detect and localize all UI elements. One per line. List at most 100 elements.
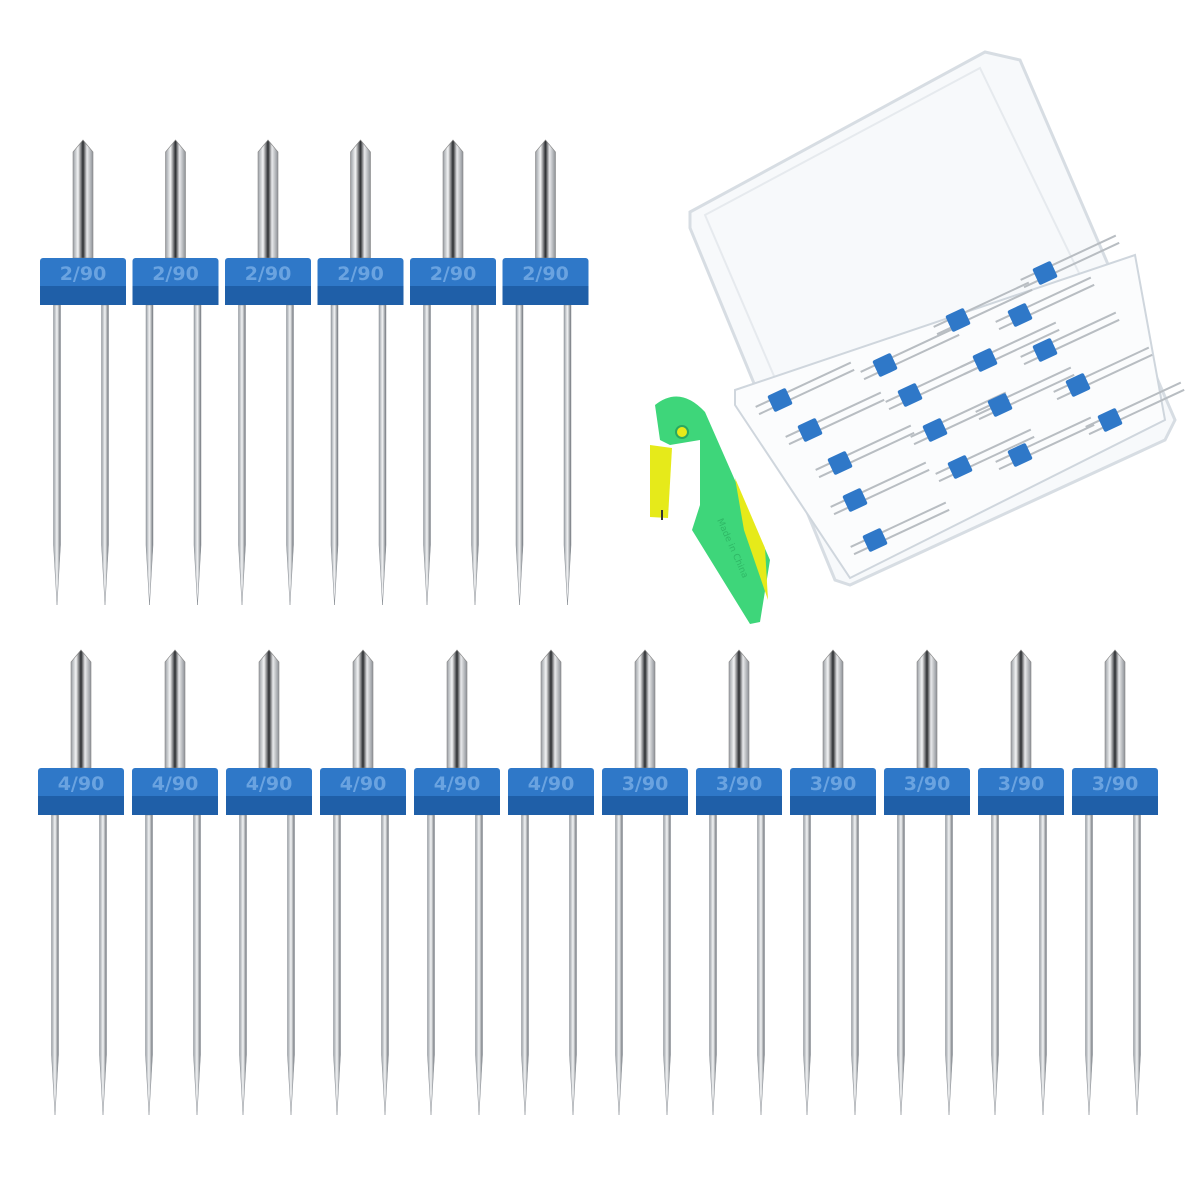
needle-block-shade (508, 796, 594, 815)
boxed-needle (860, 326, 960, 381)
needle-prong (193, 304, 202, 606)
needle-prong (286, 304, 294, 606)
box-tray (734, 253, 1167, 580)
needle-prong (333, 814, 341, 1116)
needle-shank (1104, 649, 1126, 769)
needle-shank (442, 139, 464, 259)
twin-needle: 2/90 (410, 139, 496, 606)
needle-prong (427, 814, 435, 1116)
needle-block-shade (226, 796, 312, 815)
needle-size-label: 3/90 (622, 773, 669, 795)
needle-block-shade (40, 286, 126, 305)
needle-shank (446, 649, 468, 769)
boxed-needle (1053, 346, 1153, 401)
needle-prong (239, 814, 247, 1116)
twin-needle: 3/90 (602, 649, 688, 1116)
needle-size-label: 2/90 (152, 263, 199, 285)
needle-prong (378, 304, 387, 606)
boxed-needle (975, 366, 1075, 421)
needle-prong (757, 814, 765, 1116)
needle-size-label: 4/90 (528, 773, 575, 795)
boxed-needle (1020, 234, 1120, 289)
needle-prong (1039, 814, 1047, 1116)
twin-needle: 4/90 (38, 649, 124, 1116)
needle-block-shade (602, 796, 688, 815)
needle-shank (535, 139, 556, 259)
needle-size-label: 3/90 (904, 773, 951, 795)
needle-block-shade (320, 796, 406, 815)
boxed-needle (785, 391, 885, 446)
needle-prong (803, 814, 811, 1116)
needle-prong (381, 814, 389, 1116)
twin-needle: 2/90 (132, 139, 219, 606)
boxed-needle (755, 361, 855, 416)
needle-threader-icon: Made in China (650, 396, 770, 624)
boxed-needles (755, 234, 1185, 556)
needle-shank (634, 649, 656, 769)
needle-size-label: 3/90 (810, 773, 857, 795)
needle-prong (1133, 814, 1141, 1116)
needle-size-label: 2/90 (245, 263, 292, 285)
needle-size-label: 2/90 (430, 263, 477, 285)
top-needle-row: 2/90 2/90 2/90 2/90 2/90 2/90 (40, 139, 589, 606)
needle-block-shade (414, 796, 500, 815)
needle-shank (350, 139, 371, 259)
boxed-needle (815, 424, 915, 479)
needle-prong (663, 814, 671, 1116)
needle-prong (709, 814, 717, 1116)
needle-size-label: 4/90 (58, 773, 105, 795)
needle-prong (563, 304, 572, 606)
needle-prong (1085, 814, 1093, 1116)
needle-shank (72, 139, 94, 259)
twin-needle: 3/90 (884, 649, 970, 1116)
twin-needle: 3/90 (790, 649, 876, 1116)
needle-block-shade (696, 796, 782, 815)
needle-prong (145, 814, 153, 1116)
boxed-needle (850, 501, 950, 556)
boxed-needle (1085, 381, 1185, 436)
needle-prong (515, 304, 524, 606)
needle-block-shade (132, 796, 218, 815)
twin-needle: 2/90 (502, 139, 589, 606)
boxed-needle (995, 416, 1095, 471)
storage-box (688, 50, 1185, 587)
needle-size-label: 3/90 (716, 773, 763, 795)
needle-shank (352, 649, 374, 769)
boxed-needle (933, 281, 1033, 336)
boxed-needle (830, 461, 930, 516)
needle-block-shade (225, 286, 311, 305)
twin-needle: 4/90 (508, 649, 594, 1116)
needle-prong (287, 814, 295, 1116)
needle-shank (540, 649, 562, 769)
needle-size-label: 4/90 (152, 773, 199, 795)
needle-size-label: 2/90 (337, 263, 384, 285)
needle-prong (945, 814, 953, 1116)
twin-needle: 2/90 (317, 139, 404, 606)
needle-block-shade (502, 286, 589, 305)
twin-needle: 2/90 (225, 139, 311, 606)
needle-prong (238, 304, 246, 606)
needle-prong (991, 814, 999, 1116)
needle-shank (916, 649, 938, 769)
needle-prong (145, 304, 154, 606)
twin-needle: 3/90 (1072, 649, 1158, 1116)
twin-needle: 2/90 (40, 139, 126, 606)
twin-needle: 4/90 (320, 649, 406, 1116)
needle-block-shade (317, 286, 404, 305)
needle-size-label: 4/90 (340, 773, 387, 795)
needle-size-label: 2/90 (522, 263, 569, 285)
needle-prong (521, 814, 529, 1116)
needle-shank (257, 139, 279, 259)
boxed-needle (995, 276, 1095, 331)
needle-prong (101, 304, 109, 606)
needle-prong (569, 814, 577, 1116)
boxed-needle (1020, 311, 1120, 366)
needle-shank (165, 139, 186, 259)
needle-shank (728, 649, 750, 769)
twin-needle: 3/90 (978, 649, 1064, 1116)
needle-block-shade (38, 796, 124, 815)
needle-shank (1010, 649, 1032, 769)
boxed-needle (935, 428, 1035, 483)
